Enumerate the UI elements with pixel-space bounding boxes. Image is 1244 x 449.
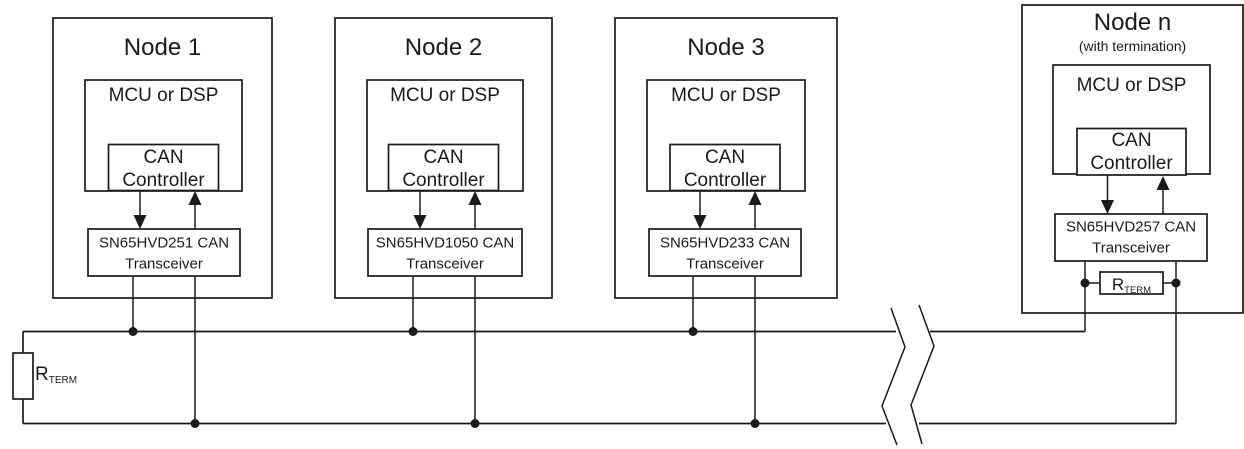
transceiver-box: [367, 228, 523, 277]
termination-resistor-label: RTERM: [1112, 275, 1151, 296]
arrow-down-icon: [133, 190, 147, 229]
node-1: Node 1 MCU or DSP CAN Controller SN65HVD…: [52, 17, 273, 424]
arrow-down-icon: [693, 190, 707, 229]
mcu-label: MCU or DSP: [671, 85, 781, 106]
transceiver-box: [87, 228, 241, 277]
can-controller-label-line1: CAN: [423, 147, 463, 168]
can-controller-label-line2: Controller: [684, 170, 767, 191]
mcu-label: MCU or DSP: [1077, 75, 1187, 96]
arrow-down-icon: [413, 190, 427, 229]
mcu-label: MCU or DSP: [109, 85, 219, 106]
can-controller-label-line1: CAN: [1111, 130, 1151, 151]
can-controller-label-line2: Controller: [122, 170, 205, 191]
transceiver-label-line1: SN65HVD1050 CAN: [376, 235, 514, 252]
bus: RTERM: [12, 327, 1176, 428]
termination-resistor-label: RTERM: [35, 364, 77, 386]
transceiver-label-line2: Transceiver: [125, 256, 203, 273]
node-n: Node n (with termination) MCU or DSP CAN…: [1021, 4, 1244, 424]
bus-termination-resistor: RTERM: [12, 331, 77, 424]
can-controller-label-line2: Controller: [1090, 153, 1173, 174]
transceiver-label-line1: SN65HVD233 CAN: [660, 235, 790, 252]
node-subtitle: (with termination): [1079, 38, 1186, 54]
transceiver-label-line2: Transceiver: [686, 256, 764, 273]
arrow-up-icon: [468, 191, 482, 229]
node-2: Node 2 MCU or DSP CAN Controller SN65HVD…: [334, 17, 553, 424]
node-title: Node 3: [687, 34, 764, 61]
transceiver-box: [648, 228, 802, 277]
can-controller-label-line2: Controller: [402, 170, 485, 191]
transceiver-label-line2: Transceiver: [406, 256, 484, 273]
can-controller-box: [107, 143, 220, 192]
bus-break-mark: [881, 307, 906, 446]
transceiver-label-line1: SN65HVD251 CAN: [99, 235, 229, 252]
transceiver-label-line2: Transceiver: [1092, 240, 1170, 257]
transceiver-label-line1: SN65HVD257 CAN: [1066, 219, 1196, 236]
bus-break-mark: [910, 304, 935, 445]
junction-dot: [1080, 278, 1090, 288]
node-title: Node 1: [124, 34, 201, 61]
termination-resistor-body: [12, 352, 34, 400]
transceiver-box: [1054, 213, 1208, 262]
can-controller-box: [387, 143, 500, 192]
can-controller-box: [1076, 127, 1187, 176]
arrow-up-icon: [188, 191, 202, 229]
node-title: Node n: [1094, 9, 1171, 36]
node-termination-resistor: RTERM: [1080, 271, 1181, 296]
arrow-up-icon: [1156, 176, 1170, 214]
node-3: Node 3 MCU or DSP CAN Controller SN65HVD…: [614, 17, 838, 424]
can-controller-label-line1: CAN: [143, 147, 183, 168]
junction-dot: [1171, 278, 1181, 288]
bus-break: [881, 304, 935, 446]
arrow-up-icon: [748, 191, 762, 229]
can-controller-box: [669, 143, 781, 192]
mcu-label: MCU or DSP: [390, 85, 500, 106]
arrow-down-icon: [1101, 175, 1114, 214]
node-title: Node 2: [405, 34, 482, 61]
can-controller-label-line1: CAN: [705, 147, 745, 168]
termination-resistor-body: [1099, 271, 1164, 295]
